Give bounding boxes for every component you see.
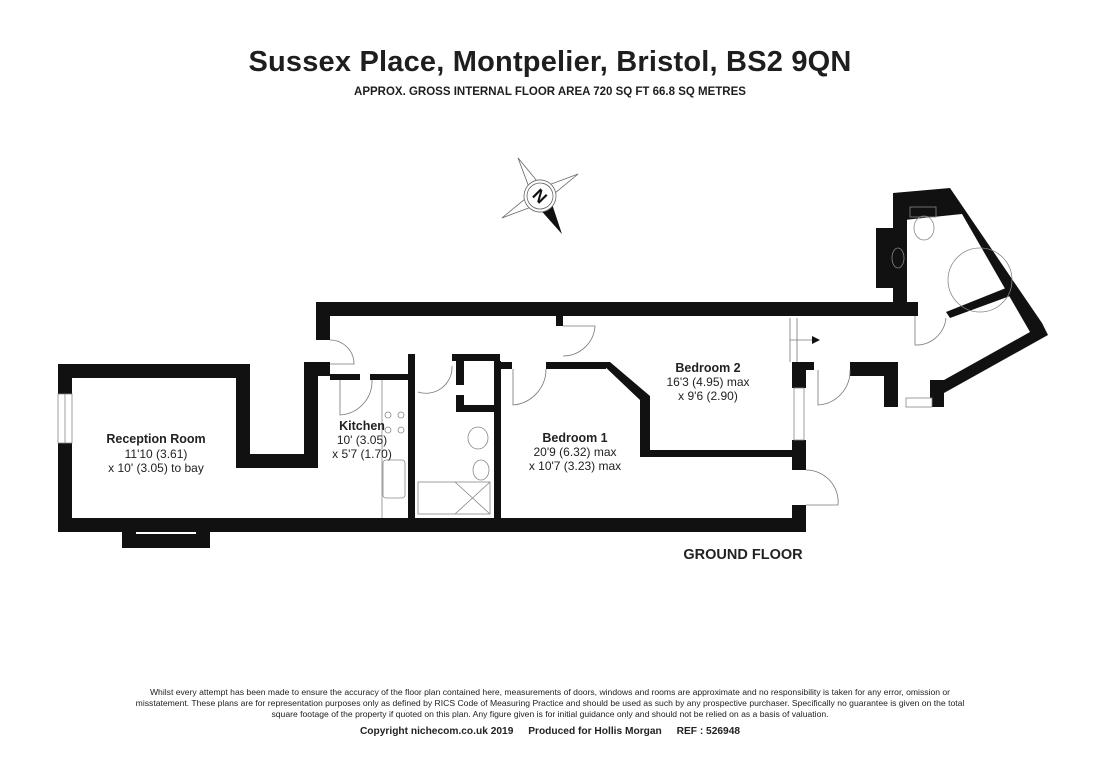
floor-label: GROUND FLOOR <box>683 547 803 563</box>
svg-text:Reception Room: Reception Room <box>106 432 205 446</box>
svg-text:Bedroom 1: Bedroom 1 <box>542 431 607 445</box>
doors <box>329 316 947 506</box>
svg-text:x 10'7 (3.23) max: x 10'7 (3.23) max <box>529 459 621 473</box>
svg-text:20'9 (6.32) max: 20'9 (6.32) max <box>534 445 617 459</box>
room-bedroom-1: Bedroom 1 20'9 (6.32) max x 10'7 (3.23) … <box>529 431 621 473</box>
copyright-line: Copyright nichecom.co.uk 2019 Produced f… <box>0 726 1100 737</box>
produced-for-text: Produced for Hollis Morgan <box>528 726 662 737</box>
svg-text:10' (3.05): 10' (3.05) <box>337 433 387 447</box>
compass-rose-icon <box>501 157 579 235</box>
svg-text:x 10' (3.05) to bay: x 10' (3.05) to bay <box>108 461 204 475</box>
property-address-title: Sussex Place, Montpelier, Bristol, BS2 9… <box>248 46 852 78</box>
svg-text:11'10 (3.61): 11'10 (3.61) <box>125 447 188 461</box>
svg-text:x 5'7 (1.70): x 5'7 (1.70) <box>332 447 392 461</box>
reference-text: REF : 526948 <box>676 726 741 737</box>
svg-text:Bedroom 2: Bedroom 2 <box>675 361 740 375</box>
disclaimer-text: Whilst every attempt has been made to en… <box>135 687 965 719</box>
copyright-text: Copyright nichecom.co.uk 2019 <box>359 726 514 737</box>
windows <box>57 387 933 444</box>
svg-text:x 9'6 (2.90): x 9'6 (2.90) <box>678 389 738 403</box>
walls <box>58 188 1048 548</box>
floor-area-subtitle: APPROX. GROSS INTERNAL FLOOR AREA 720 SQ… <box>354 86 746 98</box>
room-kitchen: Kitchen 10' (3.05) x 5'7 (1.70) <box>332 419 392 461</box>
svg-text:16'3 (4.95) max: 16'3 (4.95) max <box>667 375 750 389</box>
room-bedroom-2: Bedroom 2 16'3 (4.95) max x 9'6 (2.90) <box>667 361 750 403</box>
fixtures <box>381 206 1013 518</box>
svg-text:Kitchen: Kitchen <box>339 419 385 433</box>
room-reception: Reception Room 11'10 (3.61) x 10' (3.05)… <box>106 432 205 475</box>
